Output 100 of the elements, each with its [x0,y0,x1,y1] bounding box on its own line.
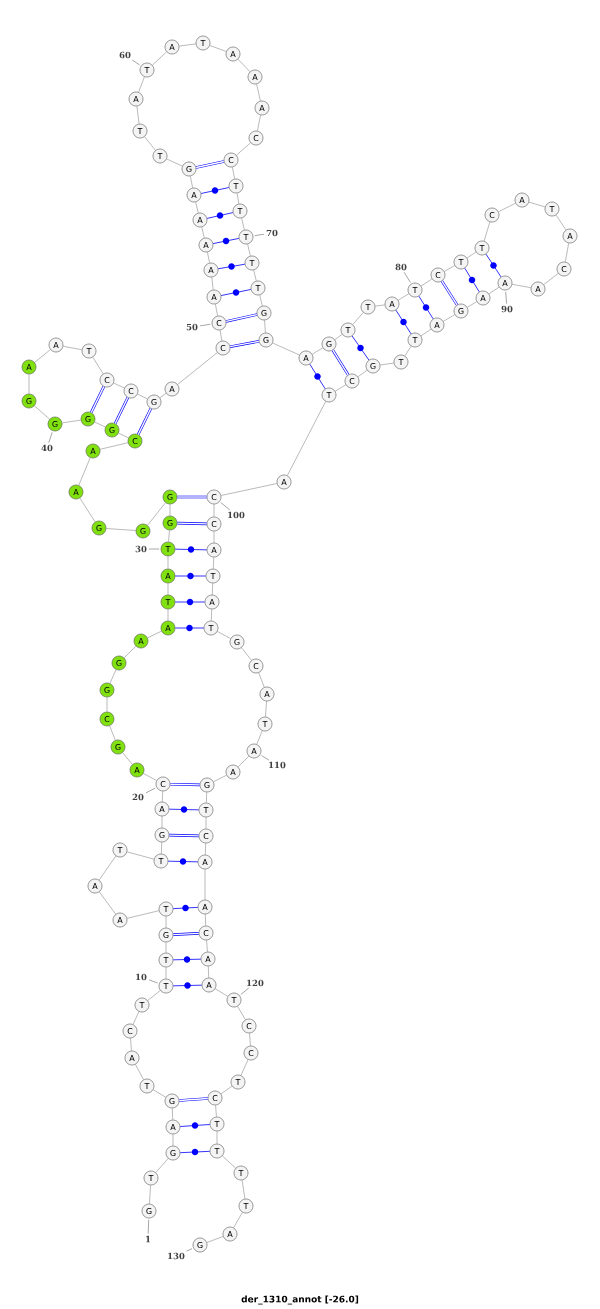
position-number: 130 [168,1252,185,1260]
leader-line [403,272,411,283]
backbone-line [379,362,395,366]
position-number: 90 [501,305,513,313]
backbone-line [265,701,267,717]
backbone-line [214,988,229,997]
base-pair-line [174,546,208,553]
backbone-line [204,869,206,900]
backbone-line [62,346,83,350]
backbone-line [165,942,167,953]
backbone-line [109,725,116,741]
backbone-line [206,1236,224,1243]
backbone-line [543,273,559,285]
position-number: 40 [41,444,53,452]
backbone-line [555,214,567,231]
caption: der_1310_annot [-26.0] [241,1295,359,1305]
base-pair-line [172,904,199,912]
backbone-line [109,669,117,684]
base-pair-line [179,1122,211,1129]
leader-line [48,432,53,443]
backbone-line [404,345,412,357]
backbone-line [155,1158,169,1173]
backbone-line [247,243,251,257]
backbone-line [236,142,251,156]
backbone-line [249,1033,251,1047]
backbone-line [222,1155,236,1169]
backbone-line [169,504,171,516]
backbone-line [159,392,167,399]
base-pair-line [178,1097,209,1102]
base-pair-line [172,956,202,963]
base-pair-line [172,982,203,989]
position-number: 70 [266,229,278,237]
backbone-line [253,269,257,282]
backbone-line [241,1179,246,1200]
leader-line [240,987,249,995]
backbone-line [161,816,163,828]
backbone-line [144,136,156,151]
backbone-line [132,1011,140,1025]
backbone-line [78,457,91,486]
base-pair-line [114,396,129,425]
base-pair-line [418,295,434,320]
backbone-line [113,382,125,389]
position-number: 60 [119,51,131,59]
leader-line [186,1248,193,1252]
backbone-line [374,304,386,307]
backbone-line [99,442,129,450]
backbone-line [498,202,516,213]
base-pair-line [206,212,234,219]
base-pair-line [217,263,246,270]
backbone-line [240,1059,249,1076]
backbone-line [334,384,347,392]
backbone-line [152,51,167,66]
backbone-line [147,990,161,1001]
backbone-line [205,817,207,829]
backbone-line [334,334,343,340]
leader-line [147,1219,149,1234]
backbone-line [28,374,30,394]
base-pair-line [200,187,230,194]
backbone-line [236,192,240,205]
backbone-line [397,293,410,301]
backbone-line [233,1212,243,1228]
base-pair-line [225,313,258,323]
backbone-line [287,401,326,476]
backbone-line [152,1089,167,1098]
base-pair-line [351,335,370,361]
backbone-line [123,645,137,659]
backbone-line [220,483,278,496]
backbone-line [165,916,167,928]
leader-line [220,502,231,511]
base-pair-line [90,385,105,414]
backbone-line [207,251,210,264]
backbone-line [237,59,251,73]
position-number: 10 [136,973,147,981]
backbone-line [256,83,261,102]
backbone-line [237,1006,246,1020]
backbone-line [161,842,162,854]
backbone-line [205,843,206,855]
backbone-line [138,76,145,93]
backbone-line [215,303,218,317]
leader-line [254,234,265,236]
backbone-line [420,278,433,287]
leader-line [145,787,156,794]
backbone-line [488,286,500,295]
backbone-line [137,393,148,400]
backbone-line [241,647,252,661]
backbone-line [219,329,223,342]
base-pair-line [176,495,208,499]
base-pair-line [331,349,350,376]
backbone-line [167,583,169,595]
backbone-line [257,114,261,132]
backbone-line [190,175,193,189]
backbone-line [443,314,455,322]
backbone-line [94,421,106,428]
position-number: 1 [146,1235,151,1243]
backbone-line [168,530,170,543]
base-pair-line [167,858,199,865]
base-pair-line [220,289,252,296]
base-pair-line [168,833,200,838]
backbone-line [130,1038,132,1052]
backbone-line [167,556,169,569]
